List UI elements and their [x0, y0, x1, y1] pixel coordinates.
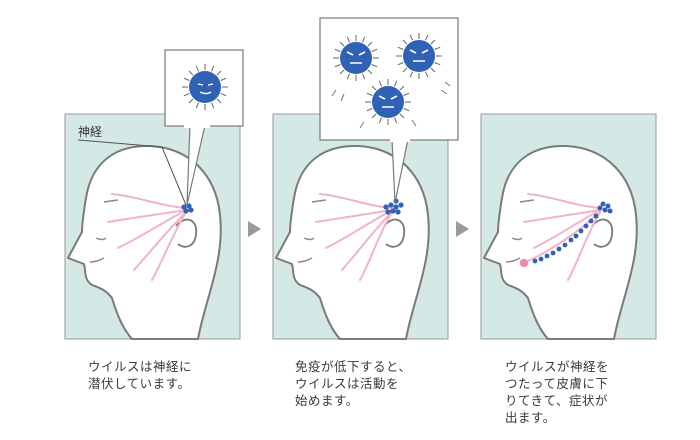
angry-virus-icon	[332, 34, 380, 82]
panel-3	[480, 113, 657, 340]
head-profile-1	[67, 144, 222, 340]
active-virus-cluster-2	[383, 198, 404, 215]
skin-lesion-marker	[519, 258, 529, 268]
virus-icon	[181, 63, 229, 111]
panel-2	[272, 17, 459, 340]
nerve-label-callout	[77, 139, 187, 206]
latent-virus-cluster-1	[181, 203, 194, 214]
face-features-1	[89, 199, 119, 263]
ear-3	[591, 218, 614, 248]
ear-1	[175, 218, 198, 248]
motion-lines	[331, 81, 451, 129]
head-profile-2	[275, 144, 430, 340]
nerve-label: 神経	[78, 125, 102, 139]
panel-1: 神経	[64, 49, 244, 340]
face-features-2	[297, 199, 327, 263]
speech-bubble-2	[319, 17, 459, 204]
angry-virus-icon	[395, 32, 443, 80]
panel-1-caption: ウイルスは神経に 潜伏しています。	[88, 359, 193, 391]
triangle-right-icon	[248, 221, 261, 237]
panel-2-caption: 免疫が低下すると、 ウイルスは活動を 始めます。	[295, 359, 412, 408]
panel-3-caption: ウイルスが神経を つたって皮膚に下 りてきて、症状が 出ます。	[505, 359, 610, 425]
face-features-3	[505, 199, 535, 263]
triangle-right-icon	[456, 221, 469, 237]
descending-virus-trail	[532, 201, 613, 264]
ear-2	[383, 218, 406, 248]
angry-virus-icon	[364, 78, 412, 126]
nerve-1	[107, 193, 187, 281]
